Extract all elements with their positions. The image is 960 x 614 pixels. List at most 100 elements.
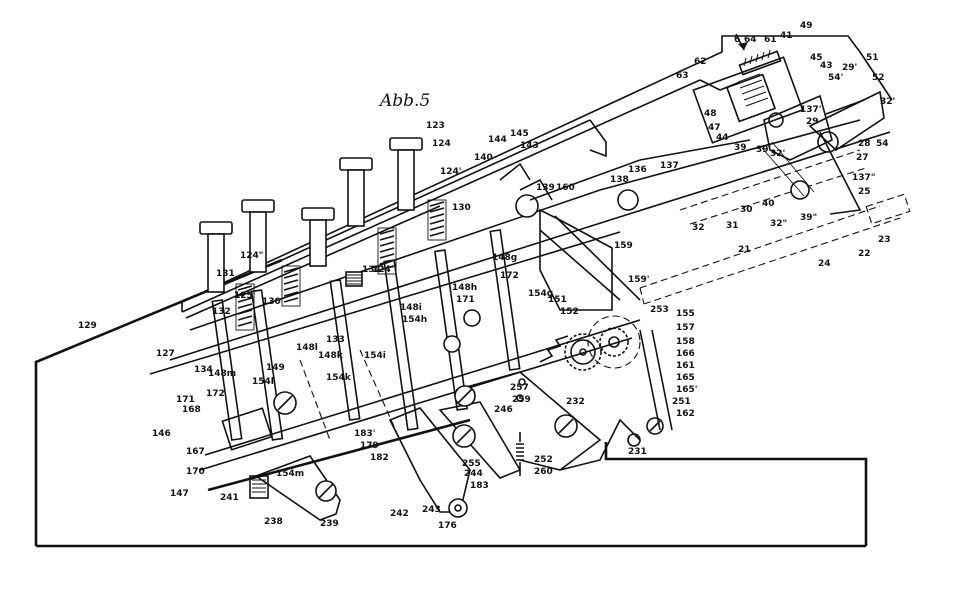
label-171b: 171 bbox=[456, 295, 475, 305]
label-31: 31 bbox=[726, 221, 739, 231]
reference-labels: 123 124 124' 124" 124' 125' 130 130 131 … bbox=[78, 21, 895, 531]
label-179: 179 bbox=[360, 441, 379, 451]
label-147: 147 bbox=[170, 489, 189, 499]
label-47: 47 bbox=[708, 123, 721, 133]
label-132: 132 bbox=[212, 307, 231, 317]
label-183a: 183 bbox=[470, 481, 489, 491]
pivot-circles bbox=[273, 112, 839, 518]
label-148k: 148k bbox=[318, 351, 344, 361]
label-171a: 171 bbox=[176, 395, 195, 405]
label-127: 127 bbox=[156, 349, 175, 359]
label-124: 124 bbox=[432, 139, 451, 149]
label-159p: 159' bbox=[628, 275, 650, 285]
linkages bbox=[499, 139, 751, 471]
label-152: 152 bbox=[560, 307, 579, 317]
label-260: 260 bbox=[534, 467, 553, 477]
label-43: 43 bbox=[820, 61, 833, 71]
label-21: 21 bbox=[738, 245, 751, 255]
input-arrow bbox=[735, 33, 748, 51]
label-133: 133 bbox=[326, 335, 345, 345]
label-6: 6 bbox=[734, 35, 740, 45]
label-246: 246 bbox=[494, 405, 513, 415]
label-167: 167 bbox=[186, 447, 205, 457]
label-231: 231 bbox=[628, 447, 647, 457]
label-22: 22 bbox=[858, 249, 871, 259]
label-154i: 154i bbox=[364, 351, 386, 361]
label-244: 244 bbox=[464, 469, 483, 479]
label-39p: 39' bbox=[756, 145, 771, 155]
label-130a: 130 bbox=[262, 297, 281, 307]
label-136: 136 bbox=[628, 165, 647, 175]
label-154l: 154l bbox=[252, 377, 274, 387]
label-40: 40 bbox=[762, 199, 775, 209]
label-165: 165 bbox=[676, 373, 695, 383]
label-27: 27 bbox=[856, 153, 869, 163]
label-134: 134 bbox=[194, 365, 213, 375]
label-182: 182 bbox=[370, 453, 389, 463]
label-23: 23 bbox=[878, 235, 891, 245]
label-144: 144 bbox=[488, 135, 507, 145]
label-130b: 130 bbox=[452, 203, 471, 213]
label-161: 161 bbox=[676, 361, 695, 371]
figure-title: Abb.5 bbox=[378, 91, 430, 111]
label-148l: 148l bbox=[296, 343, 318, 353]
label-129: 129 bbox=[78, 321, 97, 331]
upper-right-mechanism bbox=[692, 49, 885, 215]
label-49: 49 bbox=[800, 21, 813, 31]
label-28: 28 bbox=[858, 139, 871, 149]
label-172b: 172 bbox=[500, 271, 519, 281]
label-29p: 29' bbox=[842, 63, 857, 73]
label-154k: 154k bbox=[326, 373, 352, 383]
label-41: 41 bbox=[780, 31, 793, 41]
label-143: 143 bbox=[520, 141, 539, 151]
label-137: 137 bbox=[660, 161, 679, 171]
label-154m: 154m bbox=[276, 469, 304, 479]
label-137pp: 137" bbox=[852, 173, 875, 183]
label-32pp: 32" bbox=[770, 219, 787, 229]
label-251: 251 bbox=[672, 397, 691, 407]
label-151: 151 bbox=[548, 295, 567, 305]
label-253: 253 bbox=[650, 305, 669, 315]
label-52: 52 bbox=[872, 73, 885, 83]
label-149: 149 bbox=[266, 363, 285, 373]
slide-bars bbox=[211, 229, 521, 441]
label-241: 241 bbox=[220, 493, 239, 503]
label-232: 232 bbox=[566, 397, 585, 407]
label-32p: 32' bbox=[880, 97, 895, 107]
label-63: 63 bbox=[676, 71, 689, 81]
label-154h: 154h bbox=[402, 315, 427, 325]
label-259: 259 bbox=[512, 395, 531, 405]
label-148m: 148m bbox=[208, 369, 236, 379]
label-139: 139 bbox=[536, 183, 555, 193]
label-45: 45 bbox=[810, 53, 823, 63]
label-62: 62 bbox=[694, 57, 707, 67]
label-157: 157 bbox=[676, 323, 695, 333]
springs bbox=[235, 199, 447, 331]
label-123: 123 bbox=[426, 121, 445, 131]
label-64: 64 bbox=[744, 35, 757, 45]
label-146: 146 bbox=[152, 429, 171, 439]
label-160: 160 bbox=[556, 183, 575, 193]
label-154g: 154g bbox=[528, 289, 553, 299]
label-140: 140 bbox=[474, 153, 493, 163]
label-166: 166 bbox=[676, 349, 695, 359]
label-158: 158 bbox=[676, 337, 695, 347]
label-134p: 134' bbox=[362, 265, 384, 275]
label-54: 54 bbox=[876, 139, 889, 149]
label-61: 61 bbox=[764, 35, 777, 45]
gears bbox=[539, 315, 641, 371]
label-168: 168 bbox=[182, 405, 201, 415]
label-30: 30 bbox=[740, 205, 753, 215]
label-172a: 172 bbox=[206, 389, 225, 399]
label-124p: 124' bbox=[440, 167, 462, 177]
label-48: 48 bbox=[704, 109, 717, 119]
label-39pp: 39" bbox=[800, 213, 817, 223]
label-165p: 165' bbox=[676, 385, 698, 395]
label-170: 170 bbox=[186, 467, 205, 477]
label-131: 131 bbox=[216, 269, 235, 279]
label-32pm: 32' bbox=[770, 149, 785, 159]
label-255: 255 bbox=[462, 459, 481, 469]
label-155: 155 bbox=[676, 309, 695, 319]
